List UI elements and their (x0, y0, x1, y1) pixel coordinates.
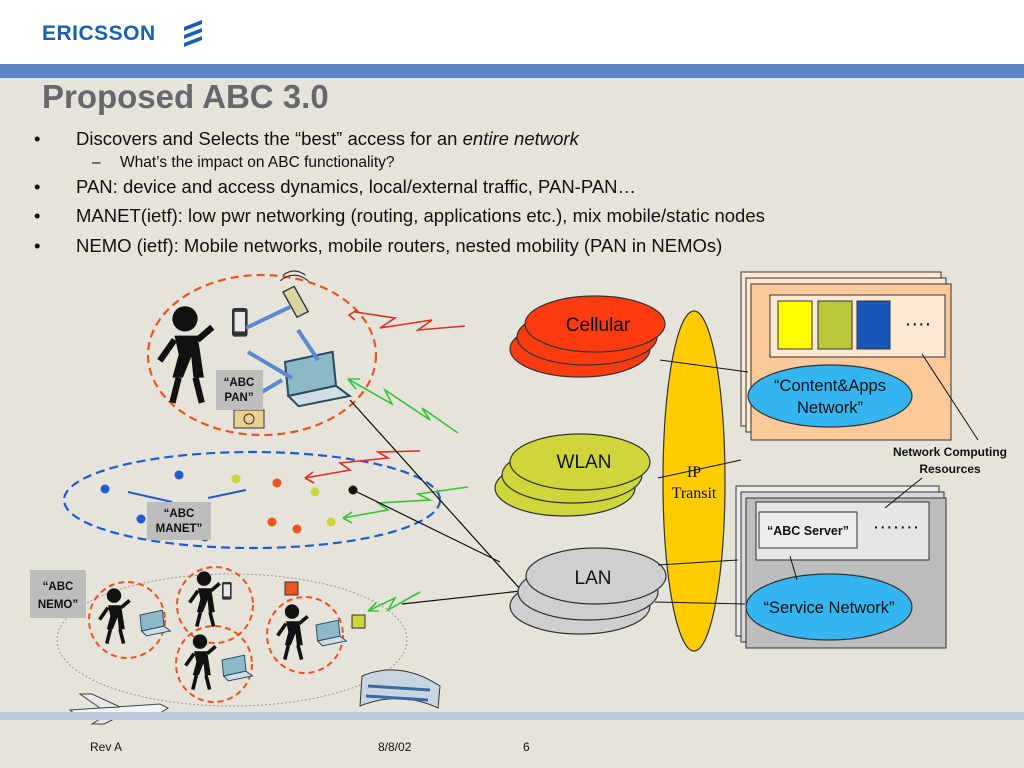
nemo-boundary (56, 573, 408, 707)
nemo-pan-group (88, 566, 347, 703)
content-apps-line1: “Content&Apps (774, 377, 886, 395)
bullet-emphasis: entire network (462, 128, 579, 149)
network-computing-line1: Network Computing (893, 445, 1007, 459)
train-icon (359, 669, 441, 709)
content-apps-panel: ···· “Content&Apps Network” (740, 271, 952, 441)
bullet-item: • PAN: device and access dynamics, local… (34, 174, 994, 200)
manet-label-line2: MANET” (156, 523, 203, 535)
slide-title: Proposed ABC 3.0 (42, 78, 329, 115)
tablet-icon (232, 308, 248, 337)
sub-bullet-text: What’s the impact on ABC functionality? (120, 154, 395, 171)
bullet-text: NEMO (ietf): Mobile networks, mobile rou… (76, 235, 723, 256)
cellular-network: Cellular (509, 295, 666, 378)
bullet-item: • MANET(ietf): low pwr networking (routi… (34, 203, 994, 229)
network-computing-line2: Resources (919, 462, 981, 476)
ip-transit: IP Transit (662, 310, 726, 652)
service-network-label: “Service Network” (763, 599, 894, 617)
ericsson-logo-icon (184, 20, 202, 47)
service-network-panel: “ABC Server” ······· “Service Network” (735, 485, 947, 649)
camera-icon (233, 409, 265, 429)
bullet-dash: – (92, 154, 101, 171)
ip-transit-line1: IP (687, 464, 701, 481)
manet-boundary (62, 450, 442, 550)
nemo-label-line2: NEMO” (38, 599, 78, 611)
dots-top: ···· (905, 313, 932, 335)
backbone-links (654, 359, 749, 605)
header-bar (0, 64, 1024, 78)
nemo-cluster: “ABC NEMO” (30, 566, 441, 725)
wlan-label: WLAN (557, 452, 612, 473)
pan-label-line1: “ABC (224, 377, 255, 389)
bullet-text: Discovers and Selects the “best” access … (76, 128, 463, 149)
manet-label-box (147, 502, 211, 540)
wired-links (349, 399, 531, 605)
pan-label-box (216, 370, 263, 410)
header: ERICSSON (0, 0, 1024, 64)
bullet-text: PAN: device and access dynamics, local/e… (76, 176, 637, 197)
footer-bar (0, 712, 1024, 720)
footer-page-number: 6 (523, 740, 530, 754)
wlan-network: WLAN (494, 433, 651, 517)
lan-network: LAN (509, 547, 667, 635)
router-icon (284, 581, 299, 596)
wireless-links (304, 309, 469, 613)
ericsson-logo: ERICSSON (42, 22, 156, 46)
manet-label-line1: “ABC (164, 508, 195, 520)
manet-cluster: “ABC MANET” (62, 450, 442, 550)
bullet-item: • Discovers and Selects the “best” acces… (34, 126, 994, 152)
bullet-item: • NEMO (ietf): Mobile networks, mobile r… (34, 233, 994, 259)
cellular-label: Cellular (566, 315, 631, 336)
content-apps-line2: Network” (797, 399, 863, 417)
brand-text: ERICSSON (42, 22, 156, 45)
pan-boundary (146, 273, 378, 437)
bullet-dot: • (34, 235, 41, 256)
manet-nodes (100, 470, 358, 542)
pan-links (245, 305, 320, 394)
abc-server-label: “ABC Server” (767, 524, 849, 538)
annotation-leaders (789, 353, 979, 581)
router-icon (351, 614, 366, 629)
nemo-label-box (30, 570, 86, 618)
bullet-dot: • (34, 128, 41, 149)
ip-transit-line2: Transit (672, 485, 717, 502)
sub-bullet-item: – What’s the impact on ABC functionality… (34, 152, 994, 174)
bullet-text: MANET(ietf): low pwr networking (routing… (76, 205, 765, 226)
nemo-label-line1: “ABC (43, 581, 74, 593)
dots-server: ······· (873, 516, 920, 538)
bullet-dot: • (34, 205, 41, 226)
pan-cluster: “ABC PAN” (146, 270, 378, 437)
footer-date: 8/8/02 (378, 740, 412, 754)
lan-label: LAN (575, 568, 612, 589)
pan-label-line2: PAN” (224, 392, 253, 404)
person-icon (160, 306, 213, 403)
bullet-list: • Discovers and Selects the “best” acces… (34, 126, 994, 259)
footer-revision: Rev A (90, 740, 123, 754)
bullet-dot: • (34, 176, 41, 197)
